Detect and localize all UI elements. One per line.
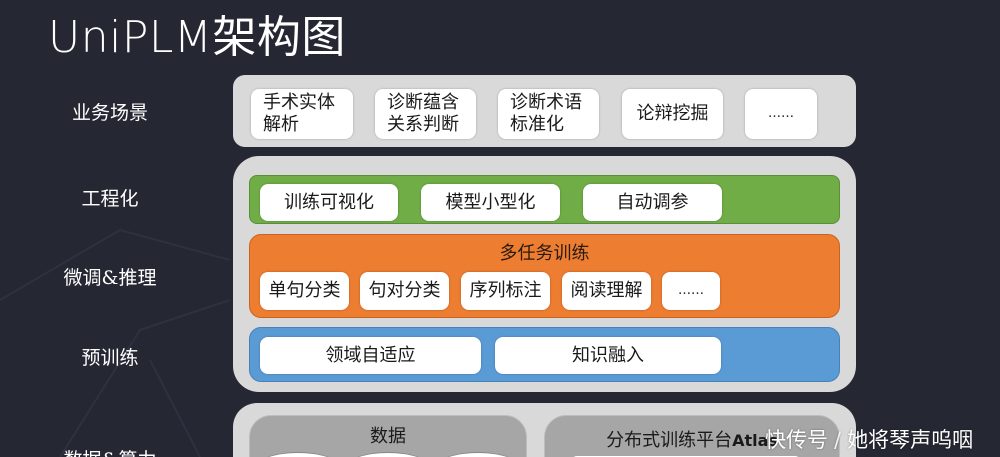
- platform-title-cn: 分布式训练平台: [606, 430, 733, 451]
- model-compression: 模型小型化: [421, 184, 560, 221]
- watermark-separator: /: [834, 428, 842, 452]
- label-engineering: 工程化: [81, 188, 139, 210]
- platform-title-latin: Atlas: [732, 431, 778, 450]
- label-data-compute: 数据&算力: [20, 448, 200, 457]
- data-cylinder-3: [438, 452, 518, 457]
- auto-hyperparameter-tuning: 自动调参: [583, 184, 722, 221]
- training-platform-title: 分布式训练平台Atlas: [545, 426, 839, 452]
- multitask-training-band: 多任务训练 单句分类 句对分类 序列标注 阅读理解 ……: [249, 234, 840, 318]
- knowledge-injection: 知识融入: [495, 337, 721, 374]
- watermark-author: 她将琴声呜咽: [847, 428, 974, 452]
- data-cylinder-2: [348, 452, 428, 457]
- page-title: UniPLM架构图: [48, 12, 346, 63]
- pretraining-band: 领域自适应 知识融入: [249, 327, 840, 382]
- watermark-source: 快传号: [765, 428, 828, 452]
- scenario-more: ……: [745, 89, 817, 139]
- scenario-diagnosis-term-normalization: 诊断术语 标准化: [498, 89, 599, 139]
- task-single-sentence-classification: 单句分类: [260, 272, 349, 310]
- label-finetune-inference: 微调&推理: [63, 267, 157, 289]
- training-platform-subpanel: 分布式训练平台Atlas: [544, 415, 840, 457]
- data-subpanel: 数据: [249, 415, 527, 457]
- domain-adaptation: 领域自适应: [260, 337, 481, 374]
- task-sequence-labeling: 序列标注: [461, 272, 550, 310]
- multitask-training-title: 多任务训练: [499, 243, 590, 264]
- data-cylinder-1: [258, 452, 338, 457]
- infrastructure-panel: 数据 分布式训练平台Atlas: [233, 403, 856, 457]
- scenario-argument-mining: 论辩挖掘: [622, 89, 723, 139]
- business-scenarios-panel: 手术实体 解析 诊断蕴含 关系判断 诊断术语 标准化 论辩挖掘 ……: [233, 75, 856, 147]
- data-title: 数据: [370, 426, 406, 447]
- task-more: ……: [662, 272, 720, 310]
- label-pretraining: 预训练: [81, 347, 139, 369]
- watermark: 快传号/她将琴声呜咽: [765, 425, 973, 455]
- scenario-diagnosis-entailment: 诊断蕴含 关系判断: [375, 89, 476, 139]
- task-sentence-pair-classification: 句对分类: [360, 272, 449, 310]
- task-reading-comprehension: 阅读理解: [562, 272, 651, 310]
- model-stack-panel: 训练可视化 模型小型化 自动调参 多任务训练 单句分类 句对分类 序列标注 阅读…: [233, 156, 856, 392]
- label-business-scenarios: 业务场景: [71, 102, 148, 124]
- engineering-band: 训练可视化 模型小型化 自动调参: [249, 175, 840, 224]
- scenario-surgical-entity-parsing: 手术实体 解析: [251, 89, 353, 139]
- training-visualization: 训练可视化: [260, 184, 398, 221]
